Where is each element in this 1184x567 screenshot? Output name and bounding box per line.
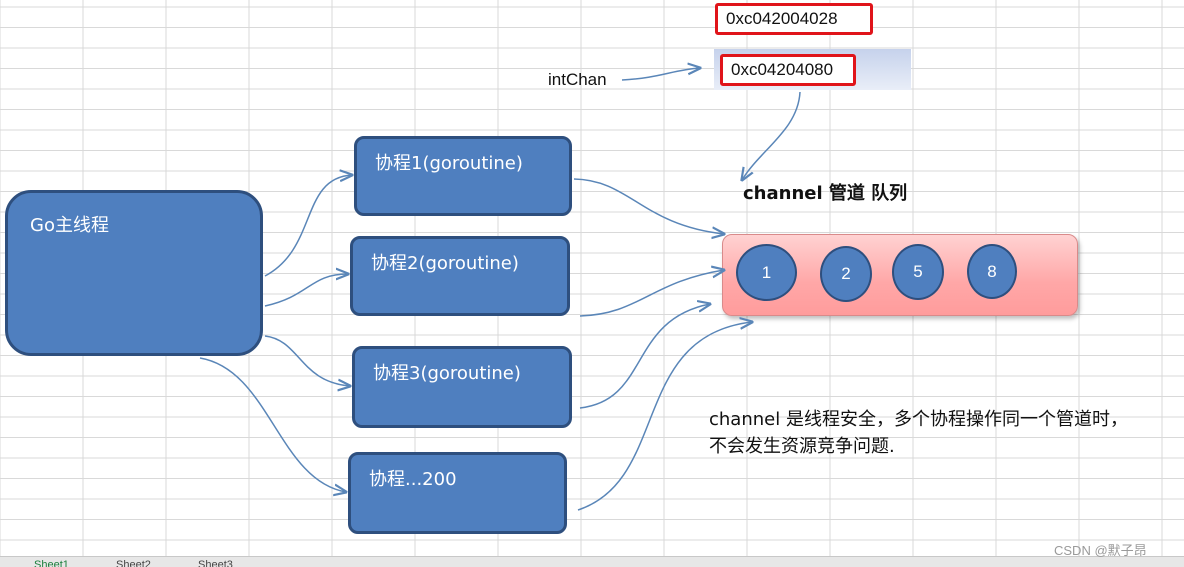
- goroutine-label-3: 协程3(goroutine): [373, 363, 521, 384]
- goroutine-node-1: 协程1(goroutine): [354, 136, 572, 216]
- sheet-tab-2[interactable]: Sheet2: [116, 559, 151, 567]
- pointer-address-box: 0xc042004028: [715, 3, 873, 35]
- arrow-intchan: [621, 68, 700, 81]
- channel-address-text: 0xc04204080: [731, 60, 834, 79]
- arrow-g3-to-queue: [579, 304, 710, 409]
- sheet-tab-3[interactable]: Sheet3: [198, 559, 233, 567]
- note-line-2: 不会发生资源竞争问题.: [709, 436, 895, 457]
- queue-item: 1: [736, 244, 797, 301]
- arrow-main-to-g200: [199, 357, 346, 492]
- sheet-tab-bar: Sheet1 Sheet2 Sheet3: [0, 556, 1184, 567]
- arrow-g2-to-queue: [579, 270, 724, 317]
- arrow-address-to-channel: [742, 91, 801, 180]
- channel-address-box: 0xc04204080: [720, 54, 856, 86]
- goroutine-label-1: 协程1(goroutine): [375, 153, 523, 174]
- goroutine-node-3: 协程3(goroutine): [352, 346, 572, 428]
- goroutine-label-2: 协程2(goroutine): [371, 253, 519, 274]
- goroutine-label-200: 协程...200: [369, 469, 457, 490]
- goroutine-node-2: 协程2(goroutine): [350, 236, 570, 316]
- channel-title: channel 管道 队列: [743, 183, 908, 204]
- arrow-g1-to-queue: [573, 178, 724, 234]
- queue-item: 5: [892, 244, 944, 300]
- intchan-label: intChan: [548, 70, 607, 89]
- main-thread-label: Go主线程: [30, 215, 109, 236]
- arrow-g200-to-queue: [577, 322, 752, 511]
- pointer-address-text: 0xc042004028: [726, 9, 838, 28]
- arrow-main-to-g3: [264, 335, 350, 386]
- queue-item: 2: [820, 246, 872, 302]
- arrow-main-to-g1: [264, 175, 352, 277]
- thread-safety-note: channel 是线程安全，多个协程操作同一个管道时， 不会发生资源竞争问题.: [709, 406, 1128, 460]
- note-line-1: channel 是线程安全，多个协程操作同一个管道时，: [709, 409, 1128, 430]
- watermark: CSDN @默子昂: [1054, 543, 1147, 558]
- sheet-tab-1[interactable]: Sheet1: [34, 559, 69, 567]
- arrow-main-to-g2: [264, 274, 348, 307]
- main-thread-node: Go主线程: [5, 190, 263, 356]
- queue-item: 8: [967, 244, 1017, 299]
- goroutine-node-200: 协程...200: [348, 452, 567, 534]
